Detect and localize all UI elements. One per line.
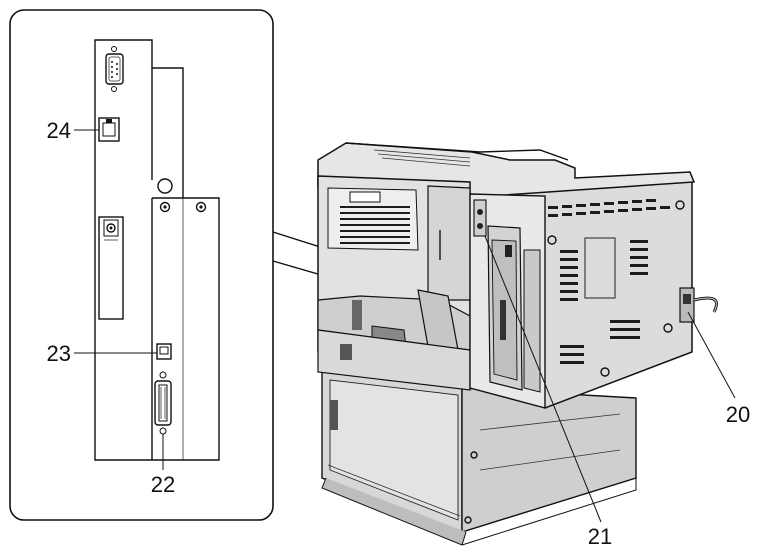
- callout-23: 23: [47, 341, 71, 366]
- screw-icon: [159, 201, 171, 213]
- callout-22: 22: [151, 472, 175, 497]
- interface-board: [94, 39, 220, 461]
- callout-21: 21: [588, 524, 612, 549]
- vent-grille: [548, 199, 670, 364]
- parallel-port-icon: [154, 371, 172, 435]
- serial-port-icon: [105, 46, 124, 92]
- interface-area: [469, 193, 546, 409]
- usb-port-icon: [156, 343, 172, 360]
- paper-tray-unit: [321, 371, 637, 546]
- duplex-unit: [317, 175, 471, 391]
- printer-illustration: [317, 142, 718, 546]
- callout-20: 20: [726, 402, 750, 427]
- option-slot-icon: [98, 216, 124, 320]
- power-connector-icon: [679, 287, 718, 323]
- interface-inset: [9, 9, 274, 521]
- leader-line-20: [687, 311, 736, 399]
- screw-icon: [195, 201, 207, 213]
- callout-24: 24: [47, 118, 71, 143]
- leader-line-21: [484, 235, 602, 523]
- inset-frame: [9, 9, 274, 521]
